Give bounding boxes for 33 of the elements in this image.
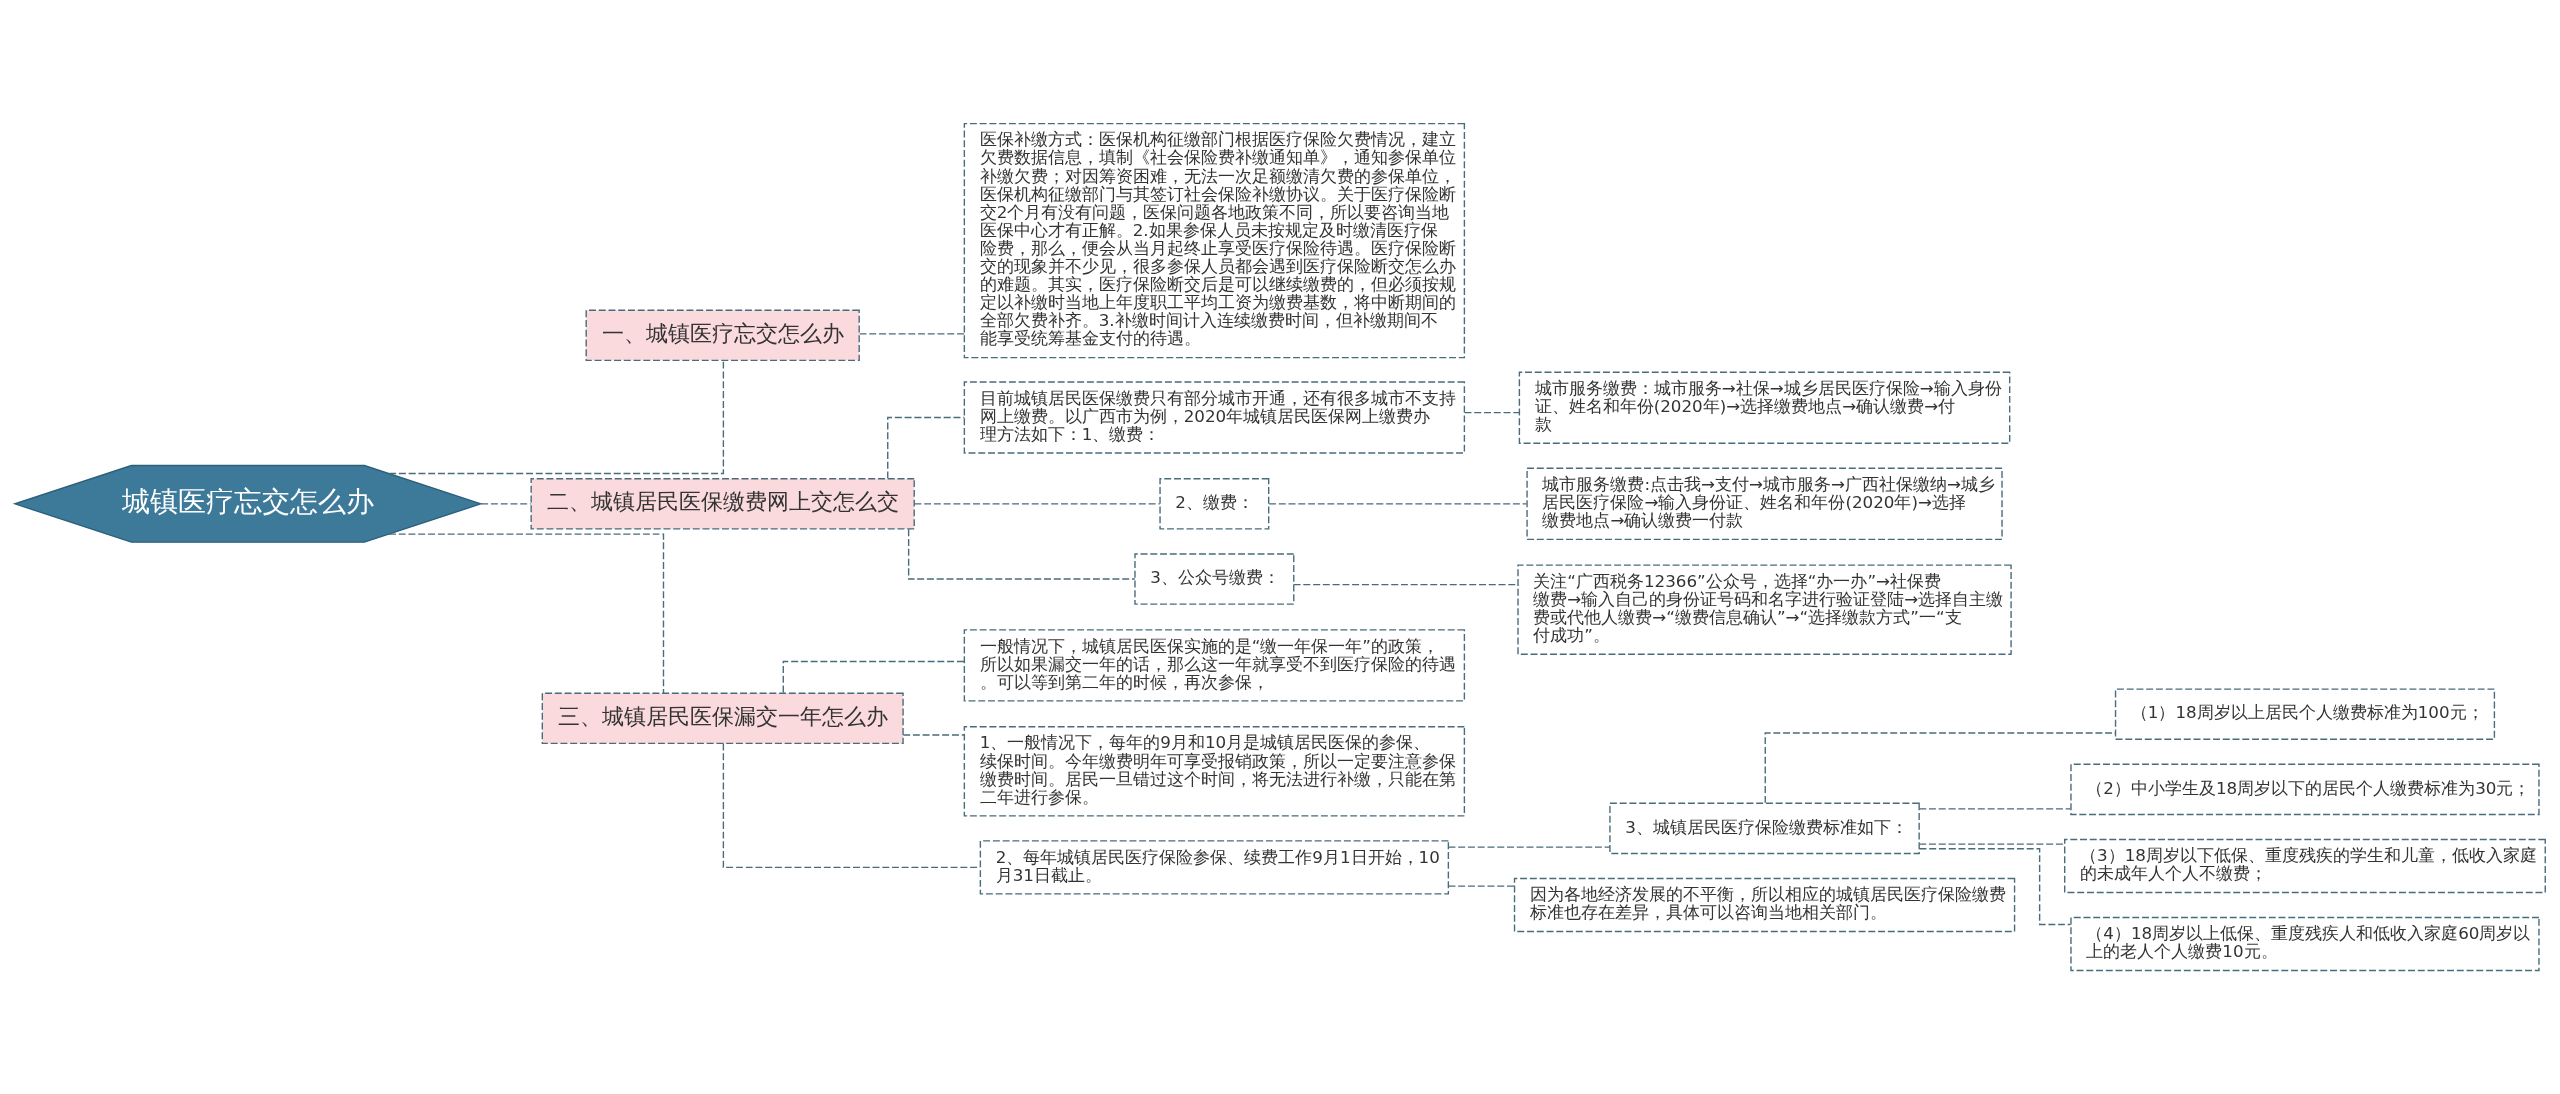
node-box: 一、城镇医疗忘交怎么办 — [585, 309, 860, 362]
connector — [858, 333, 965, 335]
node-box: 城市服务缴费：城市服务→社保→城乡居民医疗保险→输入身份证、姓名和年份(2020年)→选择缴费地点→确认缴费→付款 — [1518, 371, 2011, 444]
node-box: 2、缴费： — [1159, 478, 1270, 530]
node-box: 城市服务缴费:点击我→支付→城市服务→广西社保缴纳→城乡居民医疗保险→输入身份证、姓名和年份(2020年)→选择缴费地点→确认缴费一付款 — [1526, 467, 2003, 541]
connector — [480, 503, 532, 505]
node-box: 关注“广西税务12366”公众号，选择“办一办”→社保费缴费→输入自己的身份证号码和名字进行验证登陆→选择自主缴费或代他人缴费→“缴费信息确认”→“选择缴款方式”一“支付成功”。 — [1517, 564, 2012, 655]
connector — [1463, 411, 1520, 414]
node-box: 三、城镇居民医保漏交一年怎么办 — [541, 692, 904, 745]
connector — [902, 734, 965, 736]
connector — [1918, 808, 2072, 810]
connector — [1447, 885, 1516, 887]
node-box: 2、每年城镇居民医疗保险参保、续费工作9月1日开始，10月31日截止。 — [979, 840, 1450, 895]
connector — [1268, 503, 1528, 505]
node-box: 3、公众号缴费： — [1134, 553, 1295, 605]
node-box: （1）18周岁以上居民个人缴费标准为100元； — [2114, 688, 2496, 740]
node-box: （4）18周岁以上低保、重度残疾人和低收入家庭60周岁以上的老人个人缴费10元。 — [2070, 916, 2540, 972]
node-box: 二、城镇居民医保缴费网上交怎么交 — [530, 478, 915, 530]
node-box: （2）中小学生及18周岁以下的居民个人缴费标准为30元； — [2070, 763, 2540, 816]
node-box: 一般情况下，城镇居民医保实施的是“缴一年保一年”的政策，所以如果漏交一年的话，那么这一年就享受不到医疗保险的待遇。可以等到第二年的时候，再次参保， — [963, 629, 1466, 702]
node-box: 3、城镇居民医疗保险缴费标准如下： — [1609, 802, 1920, 855]
connector — [388, 533, 665, 694]
connector — [388, 359, 725, 475]
node-box: 因为各地经济发展的不平衡，所以相应的城镇居民医疗保险缴费标准也存在差异，具体可以咨询当地相关部门。 — [1513, 877, 2016, 933]
connector — [907, 528, 1136, 580]
node-box: 1、一般情况下，每年的9月和10月是城镇居民医保的参保、续保时间。今年缴费明年可享受报销政策，所以一定要注意参保缴费时间。居民一旦错过这个时间，将无法进行补缴，只能在第二年进行参保。 — [963, 726, 1466, 817]
connector — [1447, 846, 1611, 848]
connector — [887, 416, 965, 480]
connector — [913, 503, 1161, 505]
connector — [1918, 843, 2066, 845]
node-box: 目前城镇居民医保缴费只有部分城市开通，还有很多城市不支持网上缴费。以广西市为例，2020年城镇居民医保网上缴费办理方法如下：1、缴费： — [963, 381, 1466, 454]
node-box: 医保补缴方式：医保机构征缴部门根据医疗保险欠费情况，建立欠费数据信息，填制《社会保险费补缴通知单》，通知参保单位补缴欠费；对因筹资困难，无法一次足额缴清欠费的参保单位，医保机构征缴部门与其签订社会保险补缴协议。关于医疗保险断交2个月有没有问题，医保问题各地政策不同，所以要咨询当地医保中心才有正解。2.如果参保人员未按规定及时缴清医疗保险费，那么，便会从当月起终止享受医疗保险待遇。医疗保险断交的现象并不少见，很多参保人员都会遇到医疗保险断交怎么办的难题。其实，医疗保险断交后是可以继续缴费的，但必须按规定以补缴时当地上年度职工平均工资为缴费基数，将中断期间的全部欠费补齐。3.补缴时间计入连续缴费时间，但补缴期间不能享受统筹基金支付的待遇。 — [963, 122, 1466, 359]
node-box: （3）18周岁以下低保、重度残疾的学生和儿童，低收入家庭的未成年人个人不缴费； — [2064, 838, 2546, 894]
